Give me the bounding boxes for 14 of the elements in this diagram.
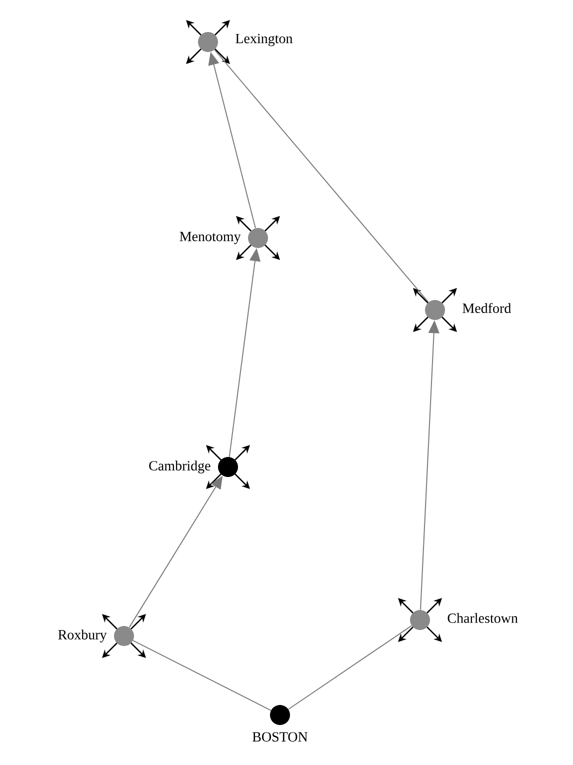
- place-dot: [114, 626, 134, 646]
- place-label: BOSTON: [252, 732, 308, 742]
- place-dot: [198, 32, 218, 52]
- place-dot: [218, 457, 238, 477]
- place-label: Medford: [462, 303, 512, 313]
- place-dot: [425, 300, 445, 320]
- place-label: Lexington: [236, 34, 293, 46]
- place-dot: [270, 705, 290, 725]
- place-dot: [410, 610, 430, 630]
- place-label: Charlestown: [448, 613, 518, 623]
- place-label: Menotomy: [180, 232, 241, 244]
- place-label: Cambridge: [149, 460, 210, 474]
- place-label: Roxbury: [58, 630, 107, 642]
- place-dot: [248, 228, 268, 248]
